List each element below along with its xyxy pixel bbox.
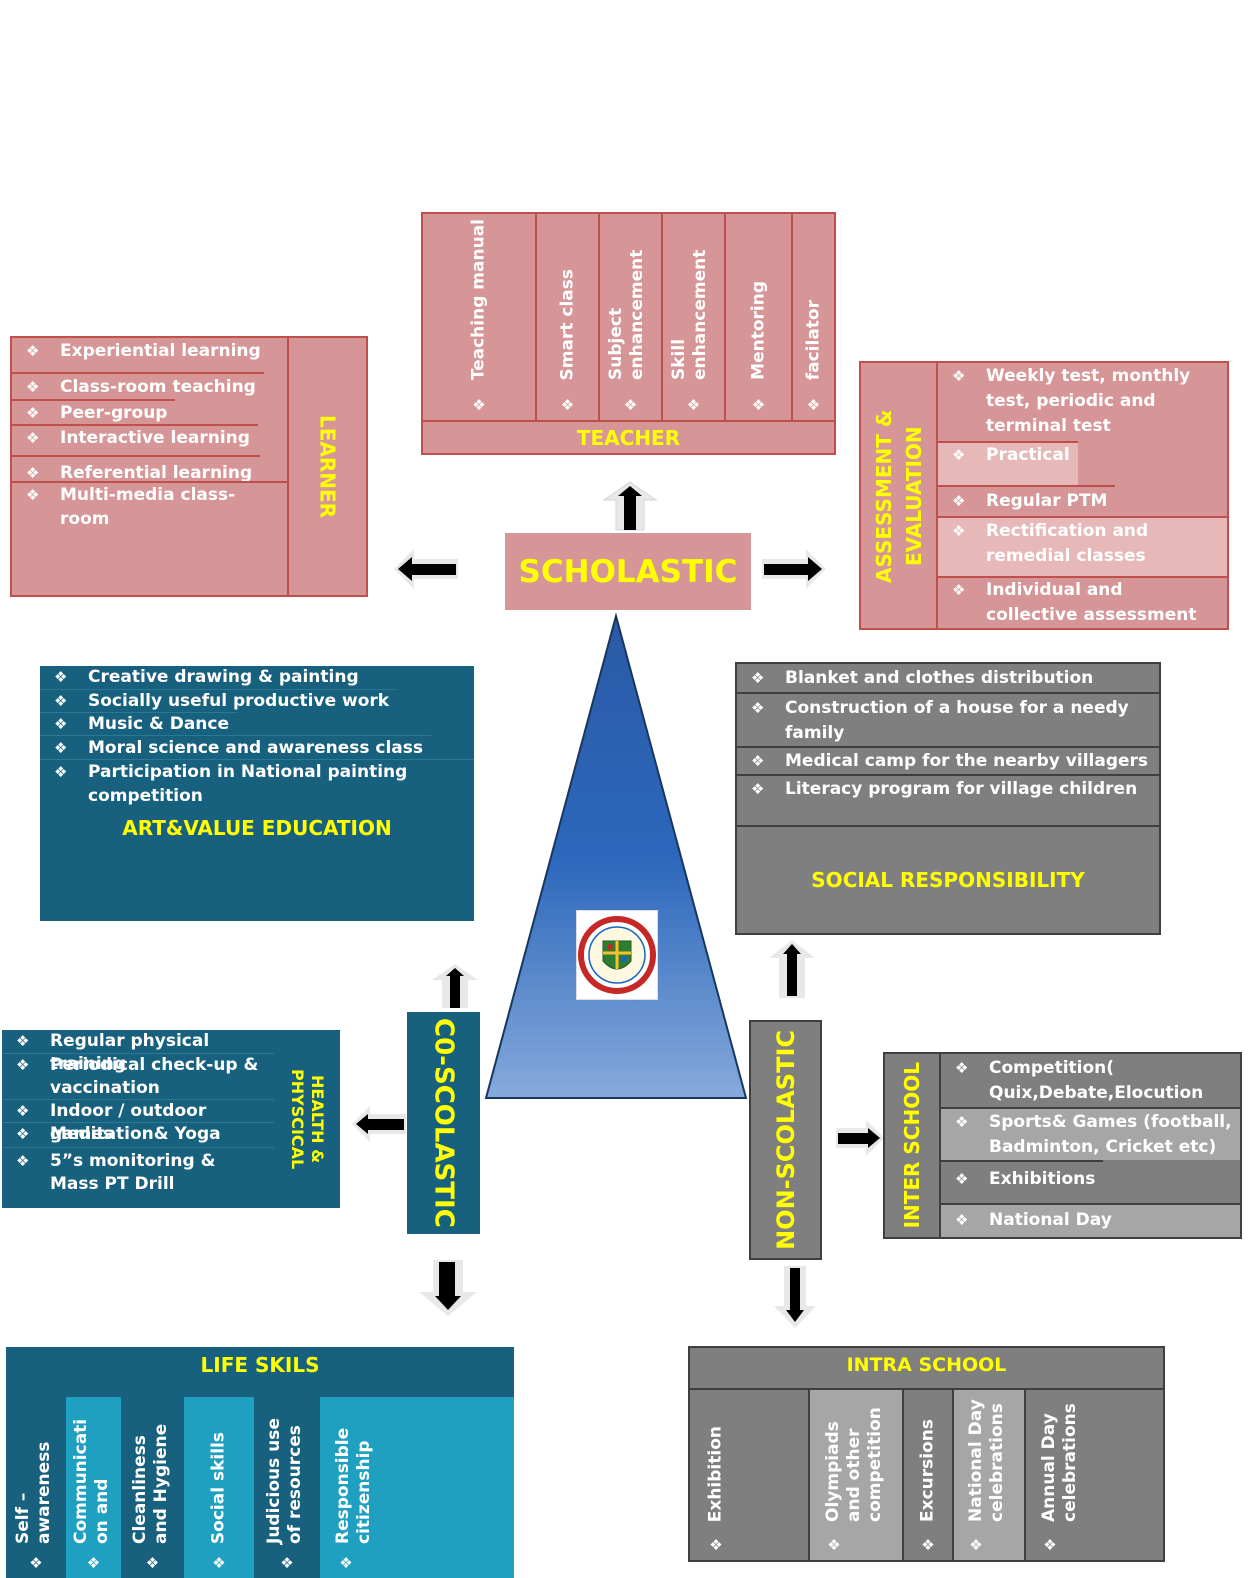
school-logo [576,910,658,1000]
teacher-title-bar: TEACHER [423,420,834,453]
lifeskills-columns: Self – awareness❖ Communicati on and❖ Cl… [6,1397,514,1578]
assessment-item: Practical [938,441,1078,485]
social-item: Construction of a house for a needy fami… [737,692,1159,746]
intraschool-item: Exhibition❖ [690,1390,810,1560]
teacher-item: Mentoring❖ [726,214,793,420]
interschool-item: Exhibitions [941,1160,1104,1203]
teacher-item: facilator❖ [803,299,823,414]
social-item: Medical camp for the nearby villagers [737,746,1159,774]
lifeskills-item: Judicious use of resources❖ [254,1397,320,1578]
learner-item: Referential learning [12,455,261,485]
social-item: Blanket and clothes distribution [737,664,1159,692]
art-item: Socially useful productive work [40,689,398,713]
learner-title-bar: LEARNER [315,414,340,519]
social-item: Literacy program for village children [737,774,1159,825]
interschool-item: National Day celebrations [941,1203,1240,1260]
health-item: Indoor / outdoor games [2,1099,274,1144]
health-item: Regular physical training [2,1030,274,1074]
nonscolastic-box: NON-SCOLASTIC [749,1020,822,1260]
art-box: Creative drawing & painting Socially use… [40,666,474,921]
lifeskills-item: Communicati on and❖ [66,1397,121,1578]
assessment-list: Weekly test, monthly test, periodic and … [938,363,1227,628]
lifeskills-box: LIFE SKILS Self – awareness❖ Communicati… [6,1347,514,1578]
art-item: Participation in National painting compe… [40,759,474,806]
teacher-box: Teaching manual❖ Smart class❖ Subject en… [421,212,836,455]
intraschool-item: Excursions❖ [904,1390,954,1560]
interschool-item: Sports& Games (football, Badminton, Cric… [941,1107,1240,1160]
intraschool-item: Olympiads and other competition❖ [810,1390,904,1560]
arrow-down-icon [774,1266,816,1328]
arrow-up-icon [602,481,658,531]
intraschool-title: INTRA SCHOOL [690,1348,1163,1390]
arrow-up-icon [432,964,478,1008]
assessment-item: Regular PTM [938,485,1116,516]
scholastic-title: SCHOLASTIC [518,553,738,590]
arrow-down-icon [419,1260,477,1316]
interschool-box: INTER SCHOOL Competition( Quix,Debate,El… [883,1052,1242,1260]
teacher-item: Subject enhancement❖ [600,214,663,420]
health-box: Regular physical training Periodical che… [2,1030,340,1208]
lifeskills-item: Self – awareness❖ [6,1397,66,1578]
assessment-item: Rectification and remedial classes [938,516,1227,576]
learner-item: Peer-group [12,399,176,425]
learner-item: Interactive learning [12,424,258,455]
health-item: 5”s monitoring & Mass PT Drill [2,1147,274,1195]
intraschool-columns: Exhibition❖ Olympiads and other competit… [690,1390,1163,1560]
intraschool-box: INTRA SCHOOL Exhibition❖ Olympiads and o… [688,1346,1165,1562]
art-item: Music & Dance [40,712,237,736]
arrow-right-icon [836,1120,884,1156]
interschool-title-bar: INTER SCHOOL [885,1054,941,1237]
health-item: Meditation& Yoga [2,1122,274,1147]
art-item: Creative drawing & painting [40,666,367,689]
coscolastic-box: C0-SCOLASTIC [407,1012,480,1234]
teacher-item: Teaching manual❖ [423,214,537,420]
arrow-up-icon [769,940,815,998]
interschool-list: Competition( Quix,Debate,Elocution etc) … [941,1054,1240,1260]
intraschool-item: National Day celebrations❖ [954,1390,1026,1560]
assessment-title-bar: ASSESSMENT & EVALUATION [861,363,938,628]
lifeskills-item: Cleanliness and Hygiene❖ [121,1397,184,1578]
learner-item: Experiential learning [12,338,269,372]
assessment-box: ASSESSMENT & EVALUATION Weekly test, mon… [859,361,1229,630]
intraschool-item: Annual Day celebrations❖ [1039,1403,1080,1554]
central-triangle [484,612,748,1099]
scholastic-box: SCHOLASTIC [505,533,751,610]
social-box: Blanket and clothes distribution Constru… [735,662,1161,935]
lifeskills-title: LIFE SKILS [200,1353,320,1377]
art-title: ART&VALUE EDUCATION [122,816,392,840]
teacher-item: Smart class❖ [537,214,600,420]
teacher-item: Skill enhancement❖ [663,214,726,420]
teacher-columns: Teaching manual❖ Smart class❖ Subject en… [423,214,834,420]
social-title-bar: SOCIAL RESPONSIBILITY [737,825,1159,933]
learner-box: Experiential learning Class-room teachin… [10,336,368,597]
arrow-left-icon [352,1106,406,1142]
learner-item: Multi-media class-room [12,481,287,529]
health-item: Periodical check-up & vaccination [2,1053,274,1099]
assessment-item: Weekly test, monthly test, periodic and … [938,363,1227,441]
lifeskills-item: Social skills❖ [184,1397,254,1578]
learner-list: Experiential learning Class-room teachin… [12,338,289,595]
lifeskills-item: Responsible citizenship❖ [320,1397,514,1578]
art-item: Moral science and awareness class [40,735,432,760]
learner-item: Class-room teaching [12,372,264,399]
arrow-right-icon [762,549,826,589]
health-title-bar: HEALTH & PHYSCICAL [288,1068,327,1170]
arrow-left-icon [394,549,458,589]
assessment-item: Individual and collective assessment [938,576,1227,628]
interschool-item: Competition( Quix,Debate,Elocution etc) [941,1054,1240,1128]
